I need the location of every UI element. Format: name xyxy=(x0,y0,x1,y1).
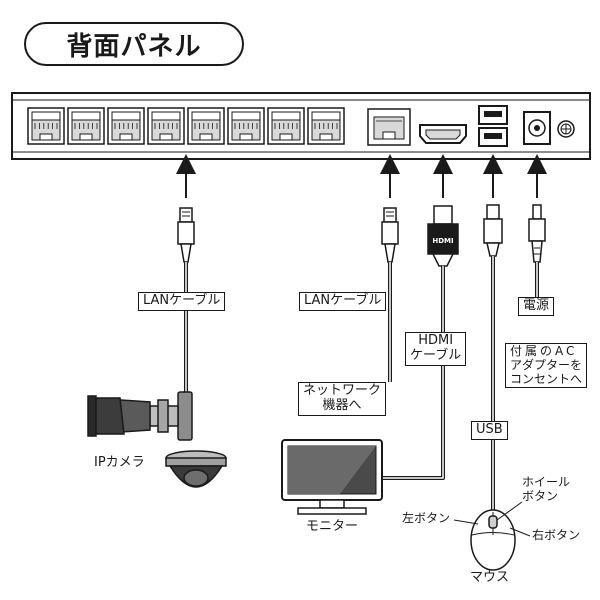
dc-plug-icon xyxy=(528,204,546,263)
page-title: 背面パネル xyxy=(66,31,202,62)
hdmi-cable-label: HDMI ケーブル xyxy=(405,332,467,366)
title-pill: 背面パネル xyxy=(24,22,244,66)
monitor-label: モニター xyxy=(306,519,359,534)
lan-port-icon xyxy=(307,107,345,145)
wheel-button-label: ホイール ボタン xyxy=(522,475,571,504)
mouse-label: マウス xyxy=(470,570,510,585)
dome-camera-icon xyxy=(165,450,227,488)
left-button-label: 左ボタン xyxy=(402,511,451,525)
arrows xyxy=(176,154,547,198)
wheel-button-label-line1: ホイール xyxy=(522,475,571,489)
ac-adapter-note-line1: 付属のAC xyxy=(510,344,578,358)
ip-camera-icon xyxy=(87,391,193,441)
poe-lan-ports xyxy=(27,107,345,145)
lan-port-icon xyxy=(67,107,105,145)
left-button-leader xyxy=(453,519,479,525)
lan-port-icon xyxy=(27,107,65,145)
power-label: 電源 xyxy=(518,297,555,316)
hdmi-port-icon xyxy=(419,124,467,144)
hdmi-cable-label-line1: HDMI xyxy=(418,333,454,348)
lan-port-icon xyxy=(147,107,185,145)
dc-power-port-icon xyxy=(523,111,551,145)
ac-adapter-note-line2: アダプターを xyxy=(510,357,583,372)
hdmi-plug-mark: HDMI xyxy=(432,237,453,245)
mouse-icon xyxy=(470,509,516,571)
lan-port-icon xyxy=(267,107,305,145)
lan-port-icon xyxy=(107,107,145,145)
ground-screw-icon xyxy=(557,120,575,138)
usb-port-icon xyxy=(478,105,508,147)
wheel-button-label-line2: ボタン xyxy=(522,488,559,503)
lan-port-icon xyxy=(187,107,225,145)
network-device-label-line2: 機器へ xyxy=(322,397,362,413)
hdmi-cable-label-line2: ケーブル xyxy=(410,347,462,363)
right-button-leader xyxy=(509,527,531,537)
lan-cable-label-camera: LANケーブル xyxy=(138,292,226,311)
hdmi-plug-icon xyxy=(427,205,459,267)
ac-adapter-note: 付属のAC アダプターを コンセントへ xyxy=(505,343,588,389)
uplink-lan-port xyxy=(367,108,411,146)
network-device-label: ネットワーク 機器へ xyxy=(298,382,387,416)
lan-cable-label-network: LANケーブル xyxy=(299,292,387,311)
leader-lines xyxy=(453,501,531,537)
rj45-plug-icon xyxy=(177,207,195,263)
monitor-icon xyxy=(281,439,383,515)
ip-camera-label: IPカメラ xyxy=(94,455,145,470)
usb-label: USB xyxy=(471,421,508,440)
ac-adapter-note-line3: コンセントへ xyxy=(510,371,583,386)
usb-plug-icon xyxy=(483,204,503,257)
lan-port-icon xyxy=(227,107,265,145)
rj45-plug-icon xyxy=(381,207,399,263)
network-device-label-line1: ネットワーク xyxy=(303,383,382,398)
wheel-button-leader xyxy=(496,501,523,521)
right-button-label: 右ボタン xyxy=(532,528,581,542)
